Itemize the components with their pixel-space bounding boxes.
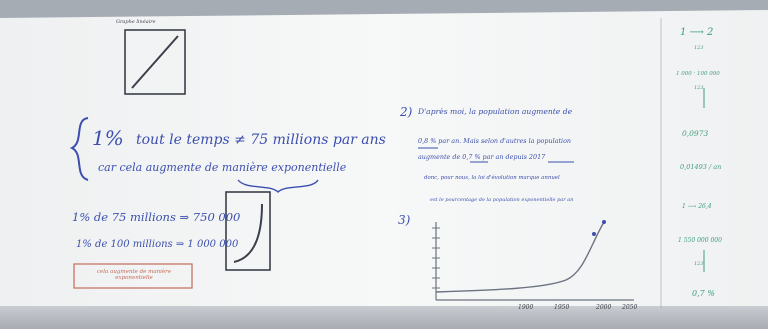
red-note: cela augmente de manière exponentielle — [96, 269, 172, 281]
line2-text: car cela augmente de manière exponentiel… — [98, 161, 347, 174]
exp-graph-frame — [225, 191, 271, 271]
q2-line-4: donc, pour nous, la loi d'évolution marq… — [424, 175, 560, 181]
q2-line-1: D'après moi, la population augmente de — [418, 107, 573, 116]
small-graph-label: Graphe linéaire — [116, 19, 156, 25]
underline-brace — [237, 179, 319, 193]
small-graph-frame — [124, 29, 186, 95]
side-line-1: 1 ⟶ 2 — [680, 27, 714, 38]
side-line-2: 123 — [694, 45, 704, 51]
red-note-box — [73, 263, 193, 289]
q2-line-3: augmente de 0,7 % par an depuis 2017 — [418, 153, 546, 161]
calc-100-millions: 1% de 100 millions ⇒ 1 000 000 — [76, 239, 239, 250]
marker-tray — [0, 306, 768, 329]
side-line-3: 1 000 · 100 000 — [676, 71, 720, 77]
side-line-6: 0,01493 / an — [680, 163, 722, 171]
q2-line-2: 0,8 % par an. Mais selon d'autres la pop… — [418, 137, 572, 145]
calc-75-millions: 1% de 75 millions ⇒ 750 000 — [72, 210, 241, 224]
one-percent: 1% — [92, 126, 124, 150]
side-line-9: 123 — [694, 261, 704, 267]
axis-tick-1950: 1950 — [554, 304, 570, 311]
line1-text: tout le temps ≠ 75 millions par ans — [136, 132, 386, 148]
axis-tick-2050: 2050 — [622, 304, 638, 311]
question-3-number: 3) — [398, 213, 411, 227]
curly-brace — [69, 117, 89, 181]
side-line-10: 0,7 % — [692, 289, 715, 298]
side-line-7: 1 ⟶ 26,4 — [682, 203, 712, 210]
q2-line-5: est le pourcentage de la population expo… — [430, 197, 574, 203]
side-line-5: 0,0973 — [682, 129, 709, 138]
side-line-8: 1 550 000 000 — [678, 237, 722, 244]
population-graph — [432, 220, 634, 301]
axis-tick-1900: 1900 — [518, 304, 534, 311]
axis-tick-2000: 2000 — [596, 304, 612, 311]
side-line-4: 123 — [694, 85, 704, 91]
question-2-number: 2) — [400, 105, 413, 119]
exp-graph-curve — [233, 203, 263, 263]
right-panel-divider — [660, 18, 662, 308]
small-graph-line — [131, 35, 179, 89]
